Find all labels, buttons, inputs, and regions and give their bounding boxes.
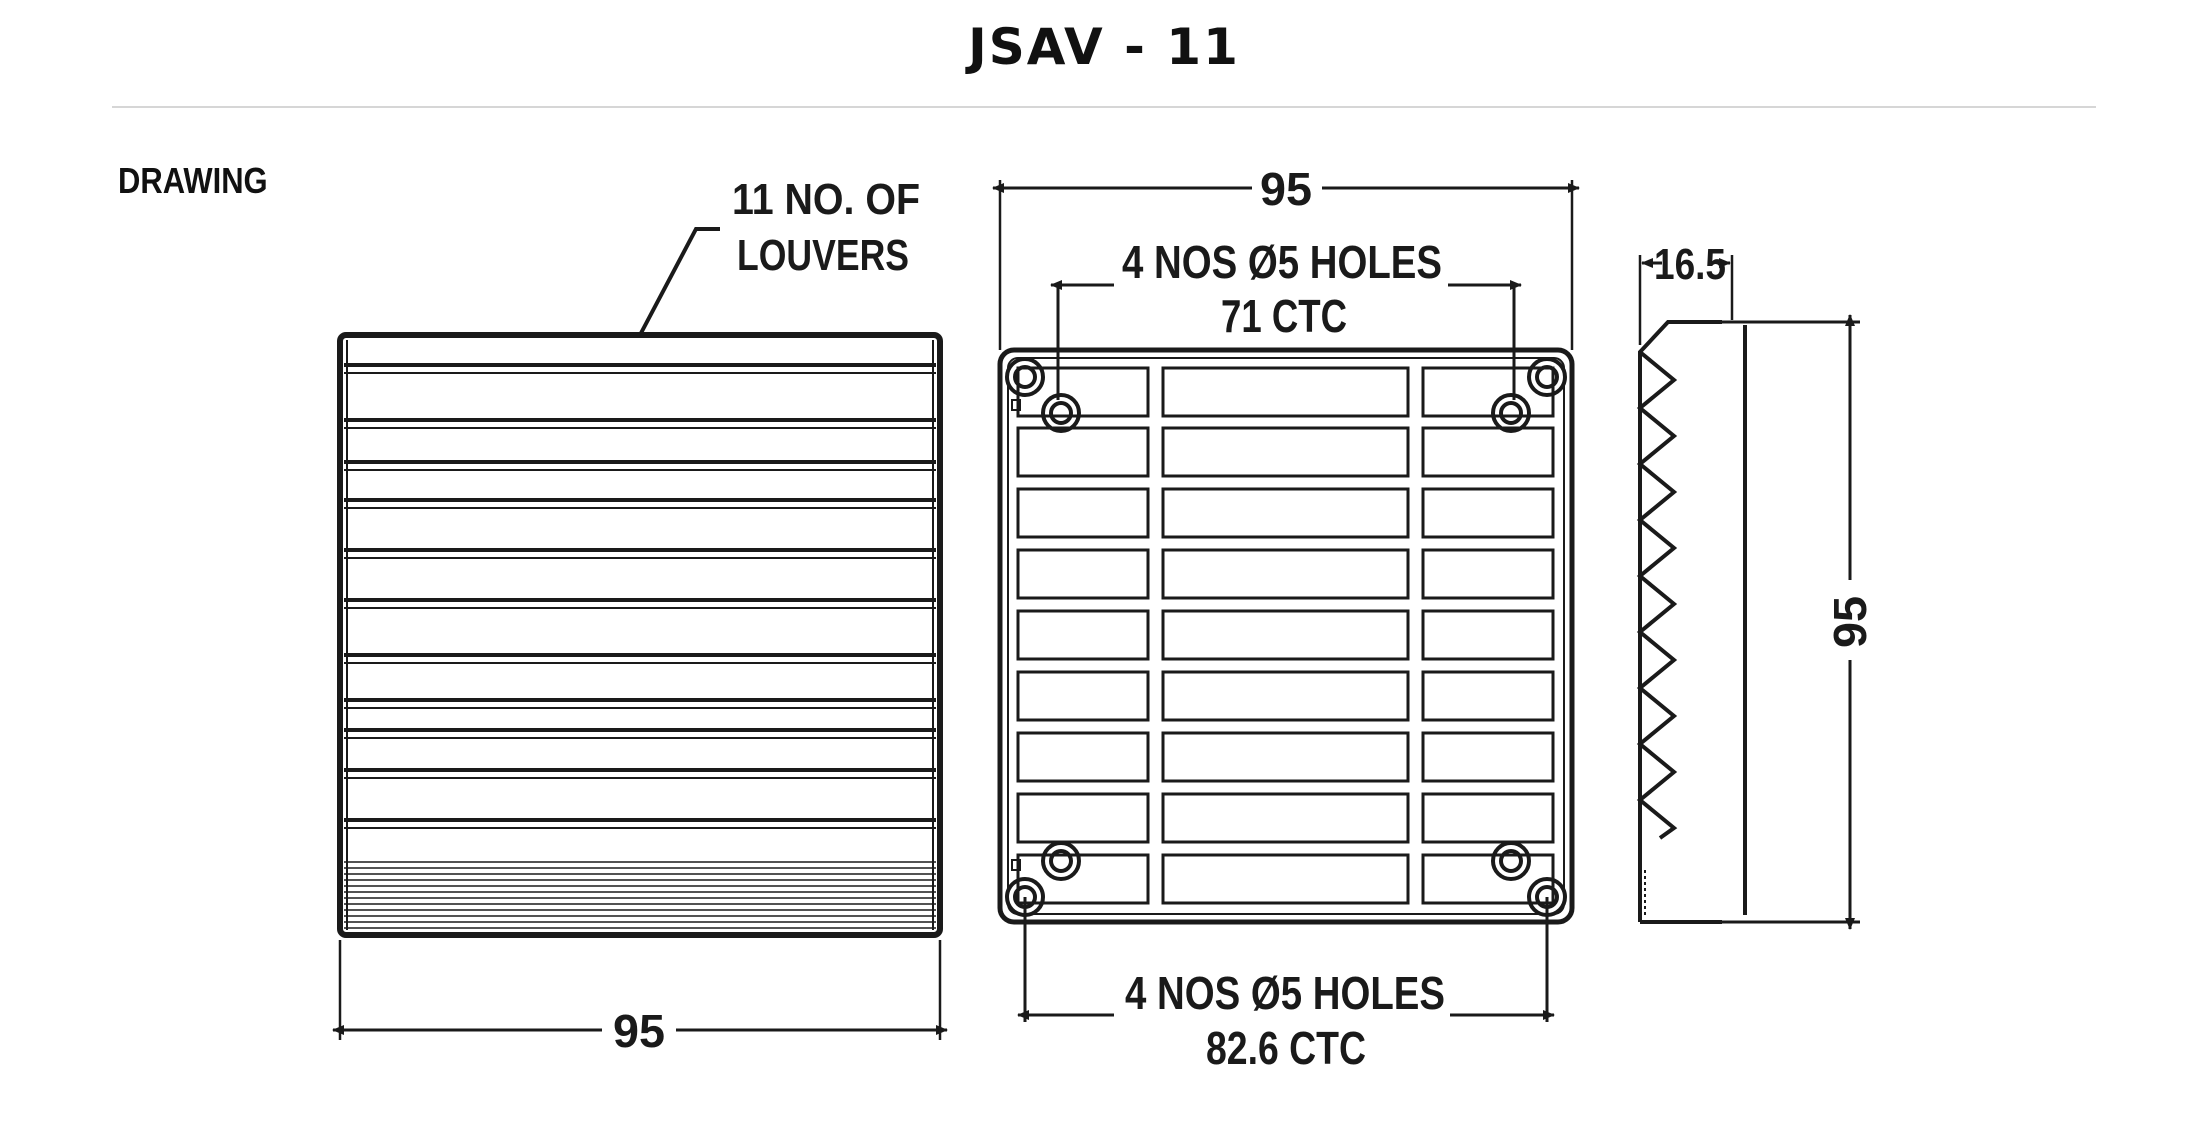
inner-holes-label-line2: 71 CTC: [1221, 290, 1347, 342]
inner-hole-bottom-left: [1041, 841, 1081, 881]
louver-label-line1: 11 NO. OF: [732, 175, 920, 224]
mounting-hole-top-right: [1527, 357, 1567, 397]
grille-cell: [1421, 731, 1555, 783]
side-view-louver-profile: [1636, 350, 1678, 840]
louver-label-leader: [638, 227, 720, 336]
grille-cell: [1421, 853, 1555, 905]
grille-cell: [1016, 731, 1150, 783]
grille-cell: [1016, 853, 1150, 905]
grille-cell-grid: [1016, 366, 1555, 905]
grille-cell: [1016, 670, 1150, 722]
side-view: 16.5 95: [1636, 240, 1876, 930]
mounting-hole-top-left: [1005, 357, 1045, 397]
inner-holes-label-line1: 4 NOS Ø5 HOLES: [1122, 236, 1442, 288]
grille-cell: [1421, 548, 1555, 600]
grille-cell: [1016, 426, 1150, 478]
front-view-outline: [337, 332, 943, 938]
grille-cell: [1161, 426, 1410, 478]
front-view: 11 NO. OF LOUVERS 95: [332, 175, 948, 1057]
page-title: JSAV - 11: [968, 18, 1240, 76]
grille-cell: [1421, 366, 1555, 418]
depth-dim: 16.5: [1654, 240, 1726, 289]
grille-cell: [1161, 792, 1410, 844]
grille-cell: [1161, 609, 1410, 661]
grille-cell: [1016, 487, 1150, 539]
grille-cell: [1421, 426, 1555, 478]
grille-cell: [1161, 487, 1410, 539]
grille-cell: [1421, 670, 1555, 722]
section-label: DRAWING: [118, 160, 268, 201]
inner-hole-bottom-right: [1491, 841, 1531, 881]
grille-cell: [1161, 853, 1410, 905]
outer-holes-label-line1: 4 NOS Ø5 HOLES: [1125, 967, 1445, 1019]
back-width-dim: 95: [1260, 163, 1312, 215]
grille-cell: [1421, 792, 1555, 844]
outer-holes-label-line2: 82.6 CTC: [1206, 1022, 1366, 1074]
grille-cell: [1161, 366, 1410, 418]
inner-hole-top-right: [1491, 393, 1531, 433]
grille-cell: [1016, 548, 1150, 600]
bottom-louver-grill: [344, 861, 936, 929]
louver-label-line2: LOUVERS: [737, 231, 909, 280]
back-view: 95 4 NOS Ø5 HOLES 71 CTC 4 NOS Ø5 HOLES …: [992, 163, 1580, 1074]
grille-cell: [1421, 487, 1555, 539]
title-divider: [112, 106, 2096, 108]
height-dim: 95: [1824, 596, 1876, 648]
side-view-profile: [1638, 320, 1722, 924]
grille-cell: [1161, 548, 1410, 600]
grille-cell: [1016, 792, 1150, 844]
back-view-inner-frame: [1007, 357, 1565, 915]
grille-cell: [1161, 670, 1410, 722]
louver-group: [344, 340, 936, 930]
inner-hole-top-left: [1041, 393, 1081, 433]
grille-cell: [1016, 609, 1150, 661]
grille-cell: [1421, 609, 1555, 661]
front-width-dim: 95: [613, 1005, 665, 1057]
grille-cell: [1161, 731, 1410, 783]
back-view-outer-frame: [997, 347, 1575, 925]
